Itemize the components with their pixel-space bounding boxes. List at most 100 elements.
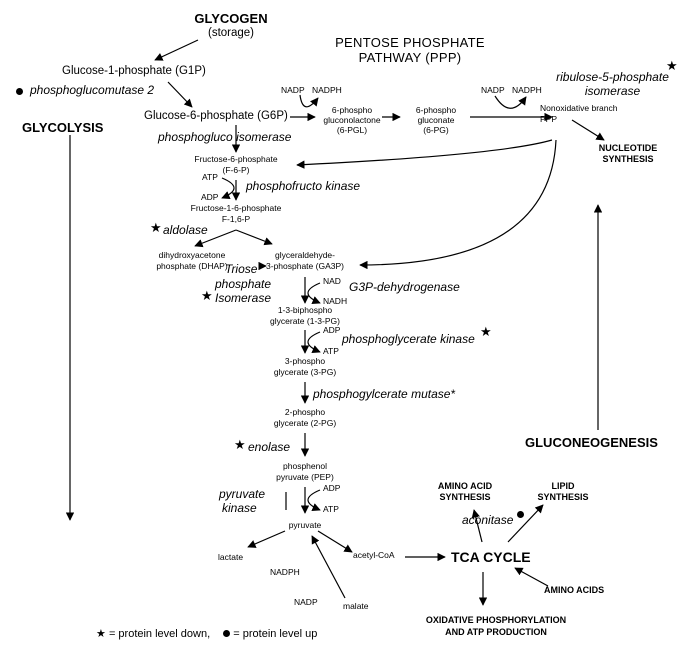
- atp-loop-pfk: [221, 177, 235, 199]
- tca-cycle-label: TCA CYCLE: [451, 549, 531, 565]
- 2pg-label-1: 2-phospho: [284, 407, 326, 417]
- 6pgl-label-1: 6-phospho: [331, 105, 373, 115]
- 6pgl-label-3: (6-PGL): [336, 125, 368, 135]
- f6p-label-2: (F-6-P): [222, 165, 250, 175]
- cofactor-adp-pk: ADP: [323, 483, 341, 493]
- adp-loop-pk: [307, 489, 321, 511]
- enzyme-enolase: enolase: [248, 440, 291, 454]
- arrow-nonox-nucleotide: [571, 119, 605, 141]
- cofactor-atp-pgk: ATP: [323, 346, 339, 356]
- bpg-label-2: glycerate (1-3-PG): [270, 316, 340, 326]
- g6p-label: Glucose-6-phosphate (G6P): [144, 110, 288, 122]
- enzyme-pgam: phosphogylcerate mutase*: [313, 387, 456, 401]
- enzyme-r5pi-2: isomerase: [584, 84, 641, 98]
- 6pgl-label-2: gluconolactone: [323, 115, 381, 125]
- cofactor-nadph-a: NADPH: [312, 85, 342, 95]
- lipid-synthesis-1: LIPID: [551, 481, 575, 491]
- enzyme-tpi-3: Isomerase: [215, 291, 272, 305]
- arrow-aminoacids-tca: [514, 567, 549, 587]
- arrow-pyr-lactate: [247, 530, 286, 548]
- enzyme-pfk: phosphofructo kinase: [246, 179, 361, 193]
- adp-loop-pgk: [307, 331, 321, 353]
- arrow-ppp-f6p: [296, 139, 553, 169]
- g1p-label: Glucose-1-phosphate (G1P): [62, 65, 206, 77]
- cofactor-nadp-b: NADP: [481, 85, 505, 95]
- legend-dot-text: = protein level up: [233, 628, 318, 640]
- amino-acids-label: AMINO ACIDS: [544, 585, 605, 595]
- amino-acid-synthesis-2: SYNTHESIS: [439, 492, 491, 502]
- ga3p-label-2: 3-phosphate (GA3P): [266, 261, 344, 271]
- 6pg-label-3: (6-PG): [423, 125, 449, 135]
- ppp-title-line2: PATHWAY (PPP): [358, 50, 462, 65]
- pep-label-2: pyruvate (PEP): [276, 472, 334, 482]
- arrow-tca-aconitase: [471, 509, 483, 543]
- 6pg-label-2: gluconate: [417, 115, 455, 125]
- amino-acid-synthesis-1: AMINO ACID: [437, 481, 493, 491]
- enzyme-pk-2: kinase: [222, 501, 257, 515]
- pyruvate-label: pyruvate: [288, 520, 322, 530]
- cofactor-nad: NAD: [323, 276, 341, 286]
- dhap-label-1: dihydroxyacetone: [158, 250, 226, 260]
- cofactor-adp-pgk: ADP: [323, 325, 341, 335]
- 2pg-label-2: glycerate (2-PG): [273, 418, 337, 428]
- protein-down-star-aldolase: ★: [150, 220, 162, 235]
- nonox-label-1: Nonoxidative branch: [540, 103, 618, 113]
- arrow-malate-pyr: [311, 535, 346, 599]
- 3pg-label-1: 3-phospho: [284, 356, 326, 366]
- protein-down-star-pgk: ★: [480, 324, 492, 339]
- cofactor-nadph-b: NADPH: [512, 85, 542, 95]
- arrow-g1p-g6p: [167, 81, 193, 108]
- enzyme-r5pi-1: ribulose-5-phosphate: [556, 70, 669, 84]
- protein-down-star-tpi: ★: [201, 288, 213, 303]
- cofactor-nadph-low: NADPH: [270, 567, 300, 577]
- nadp-loop-1: [299, 94, 319, 108]
- arrow-glycogen-g1p: [154, 39, 199, 61]
- dhap-label-2: phosphate (DHAP): [156, 261, 228, 271]
- nad-loop: [307, 282, 321, 304]
- ppp-title-line1: PENTOSE PHOSPHATE: [335, 35, 485, 50]
- glycogen-storage-label: (storage): [207, 27, 255, 39]
- legend: ★ = protein level down, = protein level …: [96, 627, 317, 640]
- cofactor-adp-pfk: ADP: [201, 192, 219, 202]
- protein-down-star-enolase: ★: [234, 437, 246, 452]
- nonox-label-2: PPP: [540, 114, 558, 124]
- enzyme-g3pdh: G3P-dehydrogenase: [349, 280, 460, 294]
- gluconeogenesis-label: GLUCONEOGENESIS: [525, 435, 658, 450]
- protein-down-star-r5pi: ★: [666, 58, 678, 73]
- enzyme-pgi: phosphogluco isomerase: [158, 130, 292, 144]
- pep-label-1: phosphenol: [283, 461, 327, 471]
- protein-up-dot-pgm2: [16, 88, 23, 95]
- cofactor-atp-pfk: ATP: [202, 172, 218, 182]
- oxphos-label-2: AND ATP PRODUCTION: [445, 627, 547, 637]
- glycogen-label: GLYCOGEN: [194, 11, 268, 26]
- nucleotide-synthesis-2: SYNTHESIS: [602, 154, 654, 164]
- f16p-label-2: F-1,6-P: [221, 214, 251, 224]
- arrow-pyr-acetylcoa: [317, 530, 353, 553]
- glycolysis-label: GLYCOLYSIS: [22, 120, 104, 135]
- protein-up-dot-aconitase: [517, 511, 524, 518]
- enzyme-pgm2: phosphoglucomutase 2: [30, 83, 155, 97]
- cofactor-nadp-a: NADP: [281, 85, 305, 95]
- malate-label: malate: [343, 601, 369, 611]
- lipid-synthesis-2: SYNTHESIS: [537, 492, 589, 502]
- arrow-tca-lipid: [507, 504, 544, 543]
- enzyme-pk-1: pyruvate: [219, 487, 266, 501]
- enzyme-tpi-2: phosphate: [215, 277, 272, 291]
- enzyme-aldolase: aldolase: [163, 223, 208, 237]
- nucleotide-synthesis-1: NUCLEOTIDE: [598, 143, 658, 153]
- f16p-label-1: Fructose-1-6-phosphate: [190, 203, 282, 213]
- arrow-ppp-ga3p: [359, 139, 557, 270]
- enzyme-tpi-1: Triose: [225, 262, 258, 276]
- arrow-f16p-ga3p: [235, 229, 273, 246]
- cofactor-atp-pk: ATP: [323, 504, 339, 514]
- ga3p-label-1: glyceraldehyde-: [274, 250, 335, 260]
- enzyme-pgk: phosphoglycerate kinase: [342, 332, 475, 346]
- enzyme-aconitase: aconitase: [462, 513, 514, 527]
- legend-dot-icon: [223, 630, 231, 637]
- legend-star-icon: ★: [96, 628, 106, 640]
- cofactor-nadp-low: NADP: [294, 597, 318, 607]
- 3pg-label-2: glycerate (3-PG): [273, 367, 337, 377]
- bpg-label-1: 1-3-biphospho: [277, 305, 333, 315]
- oxphos-label-1: OXIDATIVE PHOSPHORYLATION: [425, 615, 567, 625]
